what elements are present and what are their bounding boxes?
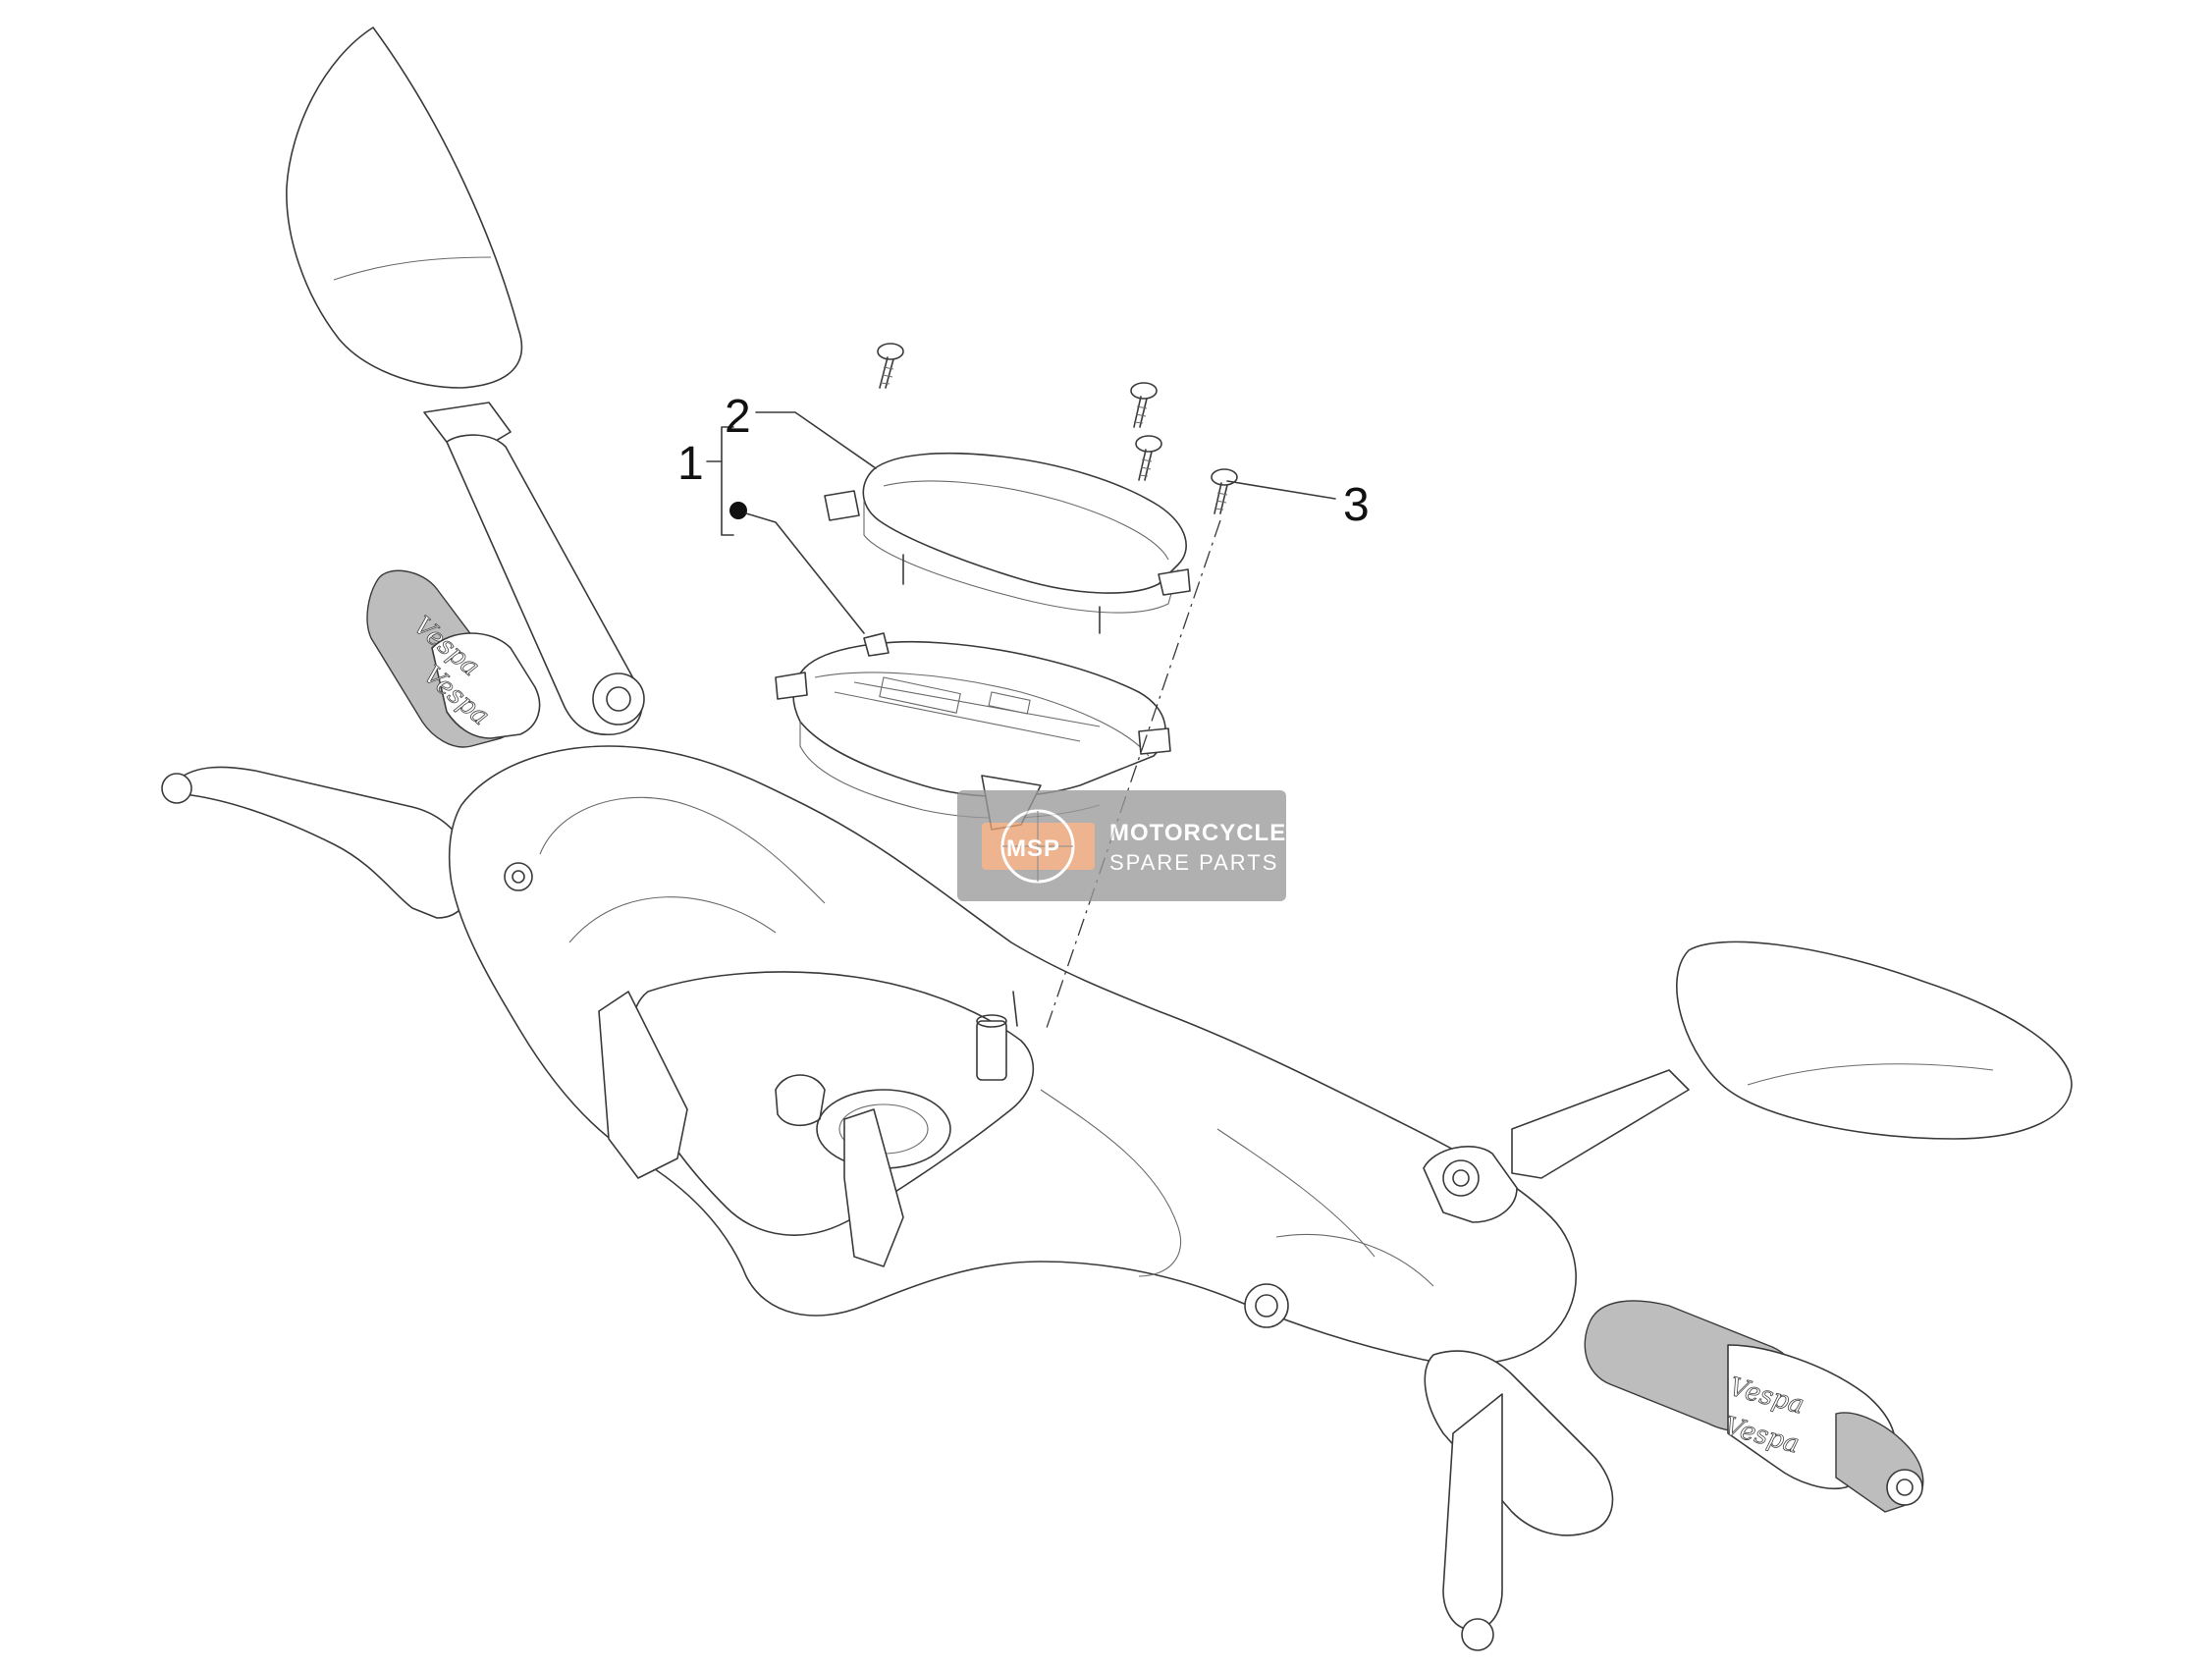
callout-3-label: 3 <box>1343 479 1370 531</box>
callouts: 1 2 3 <box>677 391 1370 634</box>
watermark-panel <box>957 790 1286 901</box>
handlebar-cover <box>448 745 1577 1366</box>
watermark: MSP MOTORCYCLE SPARE PARTS <box>957 790 1286 901</box>
left-brake-lever <box>161 766 471 919</box>
callout-1-bracket <box>721 426 734 536</box>
screw-4 <box>1211 468 1238 514</box>
callout-1-label: 1 <box>677 438 704 490</box>
callout-bullet-leader <box>745 512 865 634</box>
left-mirror-stem <box>446 434 645 736</box>
assembly-axis-line <box>1045 519 1221 1032</box>
instrument-panel-cover <box>824 452 1191 634</box>
screws <box>877 343 1238 514</box>
callout-2-label: 2 <box>725 391 751 443</box>
right-mirror <box>1423 941 2073 1223</box>
screw-2 <box>1130 382 1158 428</box>
left-grip: Vespa Vespa <box>366 569 541 748</box>
callout-2-leader <box>755 411 877 469</box>
screw-3 <box>1135 435 1162 481</box>
left-mirror <box>286 27 523 462</box>
callout-3-leader <box>1226 480 1336 500</box>
right-grip: Vespa Vespa <box>1584 1300 1924 1513</box>
screw-1 <box>877 343 904 389</box>
callout-bullet <box>729 502 747 519</box>
right-brake-lever <box>1424 1350 1614 1651</box>
watermark-logo-text: MSP <box>1006 835 1060 862</box>
watermark-line2: SPARE PARTS <box>1109 850 1278 875</box>
watermark-line1: MOTORCYCLE <box>1109 820 1286 846</box>
